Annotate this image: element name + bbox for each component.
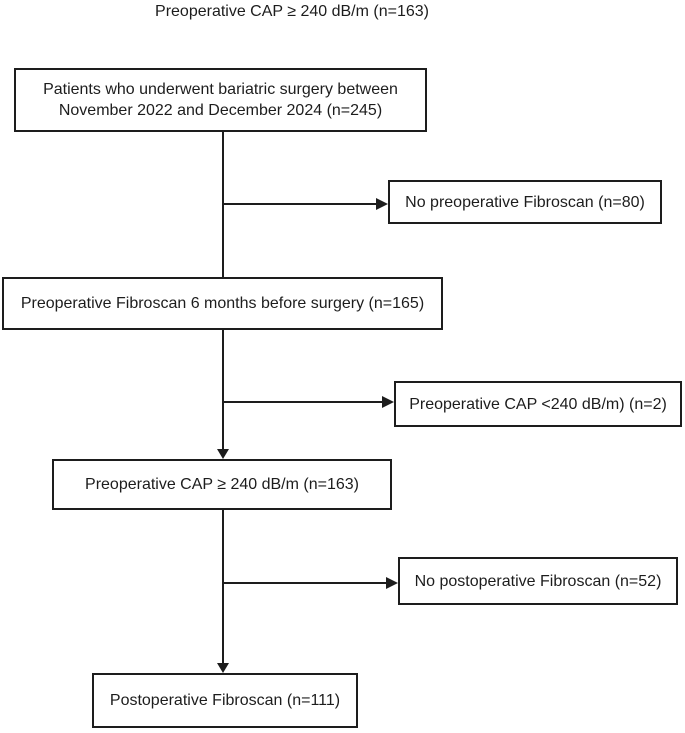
connector-preop-cap-to-postop-fibroscan bbox=[222, 510, 224, 663]
figure-top-caption: Preoperative CAP ≥ 240 dB/m (n=163) bbox=[155, 3, 429, 20]
exclusion-box-no-preoperative-fibroscan-label: No preoperative Fibroscan (n=80) bbox=[405, 193, 645, 211]
exclusion-box-preoperative-cap-below-threshold: Preoperative CAP <240 dB/m) (n=2) bbox=[394, 381, 682, 427]
connector-branch-no-postop-fibroscan bbox=[223, 582, 386, 584]
flow-box-preoperative-cap-label: Preoperative CAP ≥ 240 dB/m (n=163) bbox=[85, 476, 359, 493]
exclusion-box-no-postoperative-fibroscan: No postoperative Fibroscan (n=52) bbox=[398, 557, 678, 605]
flow-box-preoperative-fibroscan: Preoperative Fibroscan 6 months before s… bbox=[2, 277, 443, 330]
arrowhead-down-icon bbox=[217, 663, 229, 673]
connector-preop-fibroscan-to-preop-cap bbox=[222, 330, 224, 449]
connector-branch-cap-below-threshold bbox=[223, 401, 382, 403]
arrowhead-down-icon bbox=[217, 449, 229, 459]
connector-branch-no-preop-fibroscan bbox=[223, 203, 376, 205]
flow-box-enrollment: Patients who underwent bariatric surgery… bbox=[14, 68, 427, 132]
flow-box-postoperative-fibroscan-label: Postoperative Fibroscan (n=111) bbox=[109, 692, 341, 709]
exclusion-box-no-postoperative-fibroscan-label: No postoperative Fibroscan (n=52) bbox=[414, 572, 662, 590]
flow-box-postoperative-fibroscan: Postoperative Fibroscan (n=111) bbox=[92, 673, 358, 728]
flow-box-preoperative-fibroscan-label: Preoperative Fibroscan 6 months before s… bbox=[20, 295, 425, 312]
arrowhead-right-icon bbox=[386, 577, 398, 589]
arrowhead-right-icon bbox=[376, 198, 388, 210]
arrowhead-right-icon bbox=[382, 396, 394, 408]
flow-box-preoperative-cap: Preoperative CAP ≥ 240 dB/m (n=163) bbox=[52, 459, 392, 510]
exclusion-box-no-preoperative-fibroscan: No preoperative Fibroscan (n=80) bbox=[388, 180, 662, 224]
flow-box-enrollment-line1: Patients who underwent bariatric surgery… bbox=[43, 81, 398, 98]
exclusion-box-preoperative-cap-below-threshold-label: Preoperative CAP <240 dB/m) (n=2) bbox=[409, 395, 667, 413]
flow-box-enrollment-line2: November 2022 and December 2024 (n=245) bbox=[58, 102, 383, 119]
